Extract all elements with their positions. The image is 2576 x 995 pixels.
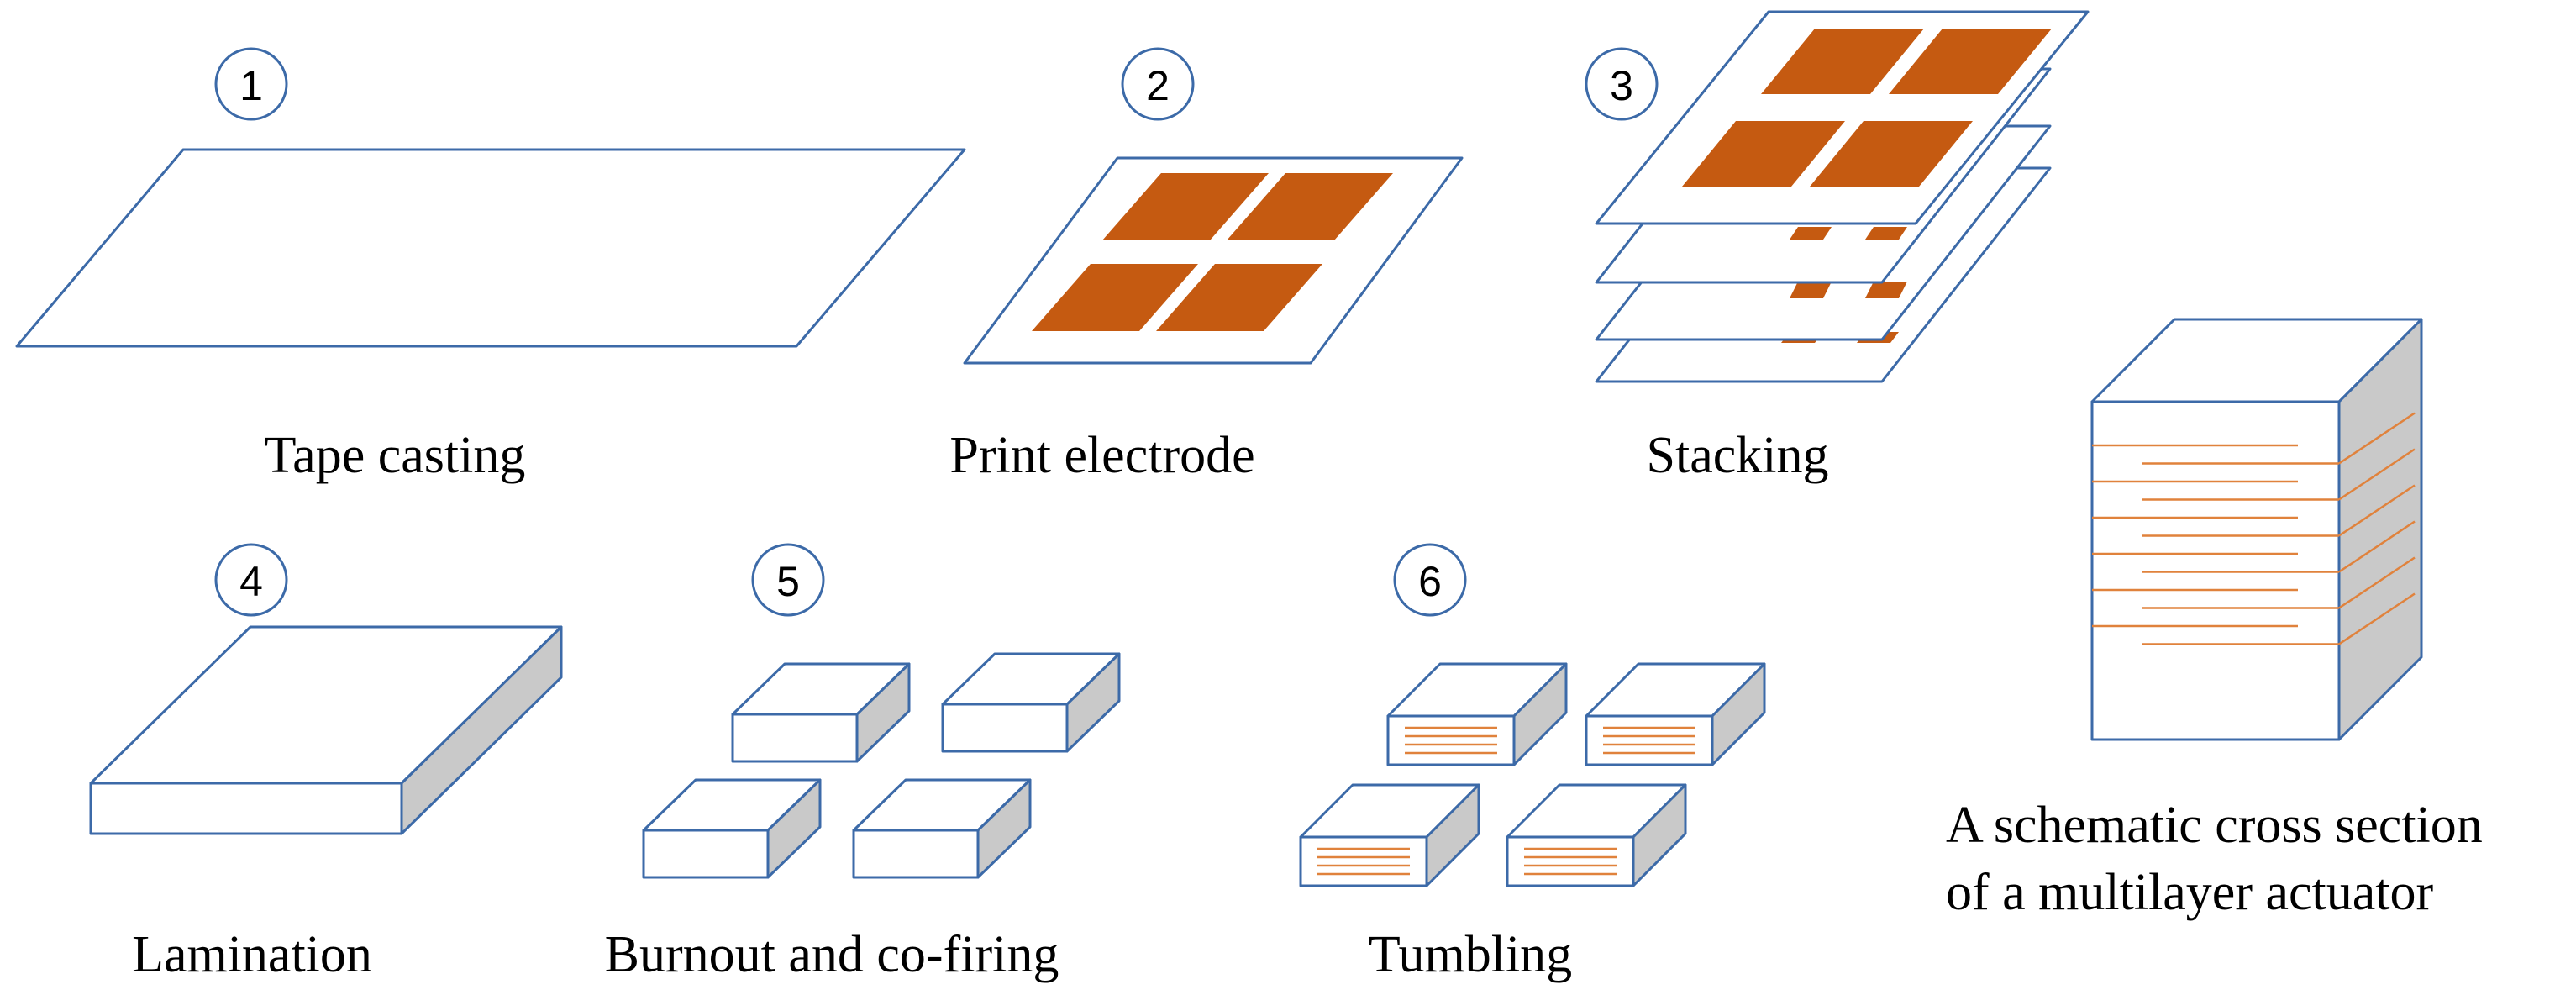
side-electrode-line [2338,412,2416,465]
step-3-circle [1585,47,1659,121]
ceramic-block [731,662,911,763]
electrode-pad [1032,264,1198,331]
electrode-pad [1810,121,1973,187]
block-front-face [1386,714,1516,766]
step-3-badge: 3 [1585,47,1659,121]
electrode-pad [1227,173,1393,240]
cross-section-caption-line2: of a multilayer actuator [1946,864,2433,921]
step-6-number: 6 [1418,558,1442,605]
step-1-badge: 1 [214,47,288,121]
side-electrode-line [2338,520,2416,573]
block-front-face [1585,714,1714,766]
green-tape-sheet [15,148,966,348]
step-1-label: Tape casting [265,427,526,484]
step-5-circle [751,543,825,617]
side-electrode-line [2338,556,2416,609]
step-2-badge: 2 [1121,47,1195,121]
step-6-badge: 6 [1393,543,1467,617]
step-5-number: 5 [776,558,800,605]
step-2-label: Print electrode [949,427,1254,484]
tumbled-blocks [1299,662,1766,887]
ceramic-block [1585,662,1766,766]
block-front-face [941,703,1069,753]
electrode-pad [1790,282,1832,298]
internal-electrode-layers [2092,412,2416,645]
electrode-pad [1889,29,2052,94]
block-front-face [731,713,859,763]
side-electrode-line [2338,592,2416,645]
step-4-label: Lamination [132,926,372,983]
step-4-circle [214,543,288,617]
ceramic-block [941,652,1121,753]
electrode-pad [1865,282,1907,298]
electrode-pad [1682,121,1845,187]
step-2-number: 2 [1146,62,1170,109]
ceramic-block [1299,783,1480,887]
step-1-circle [214,47,288,121]
step-1-tape-casting: 1 Tape casting [15,47,966,484]
laminate-front-face [89,782,403,835]
electrode-pad [1156,264,1322,331]
step-6-tumbling: 6 Tumbling [1299,543,1766,983]
ceramic-block [852,778,1032,879]
step-5-label: Burnout and co-firing [605,926,1059,983]
step-5-badge: 5 [751,543,825,617]
cross-section-caption-line1: A schematic cross section [1946,797,2483,854]
block-front-face [1506,835,1635,887]
electrode-pad [1761,29,1924,94]
fired-blocks [642,652,1121,879]
step-2-circle [1121,47,1195,121]
step-4-badge: 4 [214,543,288,617]
step-6-label: Tumbling [1369,926,1572,983]
electrode-pad [1102,173,1269,240]
block-front-face [642,829,770,879]
step-4-number: 4 [239,558,263,605]
block-front-face [1299,835,1428,887]
step-3-label: Stacking [1647,427,1829,484]
ceramic-block [642,778,822,879]
step-5-burnout-cofiring: 5 Burnout and co-firing [605,543,1121,983]
actuator-front-face [2090,400,2341,741]
step-1-number: 1 [239,62,263,109]
side-electrode-line [2338,448,2416,501]
ceramic-block [1386,662,1568,766]
electrode-pad [1865,227,1907,240]
step-4-lamination: 4 Lamination [89,543,563,983]
step-3-stacking: 3 Stacking [1585,10,2090,484]
side-electrode-line [2338,484,2416,537]
cross-section-actuator: A schematic cross section of a multilaye… [1946,318,2483,921]
ceramic-block [1506,783,1687,887]
step-3-number: 3 [1610,62,1633,109]
electrode-pad [1790,227,1832,240]
step-2-print-electrode: 2 Print electrode [949,47,1464,484]
step-6-circle [1393,543,1467,617]
block-front-face [852,829,980,879]
